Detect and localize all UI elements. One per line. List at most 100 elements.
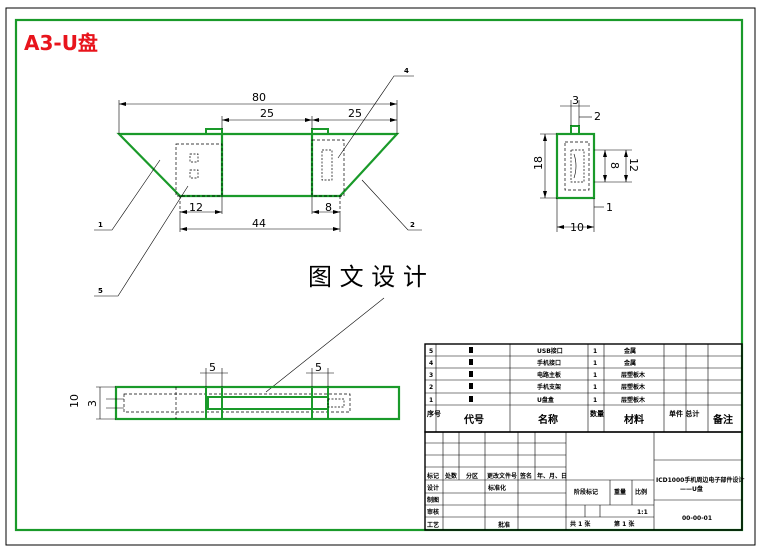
leader-4-label: 4 — [404, 67, 409, 75]
svg-text:阶段标记: 阶段标记 — [574, 488, 598, 496]
leader-2 — [361, 179, 422, 231]
svg-text:电路主板: 电路主板 — [537, 371, 562, 379]
leader-caption — [265, 297, 385, 393]
svg-text:序号: 序号 — [426, 409, 441, 418]
svg-text:比例: 比例 — [635, 488, 647, 496]
dim-side-2: 2 — [594, 110, 601, 123]
front-tab-right — [311, 128, 329, 135]
svg-text:1: 1 — [593, 348, 597, 355]
dim-side-1: 1 — [606, 201, 613, 214]
svg-text:1:1: 1:1 — [637, 509, 648, 516]
center-caption: 图 文 设 计 — [308, 263, 427, 291]
svg-text:数量: 数量 — [590, 409, 604, 418]
sheet-title: A3-U盘 — [24, 31, 98, 55]
svg-text:金属: 金属 — [623, 347, 636, 355]
svg-text:4: 4 — [429, 360, 433, 367]
svg-text:手机接口: 手机接口 — [537, 359, 561, 367]
leader-4 — [337, 75, 414, 159]
svg-text:金属: 金属 — [623, 359, 636, 367]
plan-body — [114, 385, 401, 421]
svg-text:年、月、日: 年、月、日 — [537, 472, 567, 480]
dim-front-25-right: 25 — [348, 107, 362, 120]
svg-text:手机支架: 手机支架 — [537, 383, 561, 391]
side-view: 3 2 18 8 12 1 10 — [532, 94, 640, 234]
svg-text:审核: 审核 — [427, 508, 439, 516]
side-body — [555, 132, 596, 200]
svg-text:3: 3 — [429, 372, 433, 379]
leader-5 — [94, 185, 189, 297]
leader-1-label: 1 — [98, 221, 103, 229]
outer-frame — [5, 7, 756, 546]
dim-side-10: 10 — [570, 221, 584, 234]
svg-text:更改文件号: 更改文件号 — [487, 472, 517, 480]
parts-list: 5 USB接口 1 金属 4 手机接口 1 金属 3 电路主板 1 层塑板木 2… — [424, 343, 743, 433]
dim-side-18: 18 — [532, 156, 545, 170]
svg-text:单件 总计: 单件 总计 — [669, 409, 699, 418]
dim-plan-3: 3 — [86, 400, 99, 407]
svg-text:1: 1 — [429, 397, 433, 404]
parts-row-3: 3 电路主板 1 层塑板木 — [429, 371, 646, 379]
svg-text:代号: 代号 — [463, 413, 484, 426]
svg-text:共 1 张: 共 1 张 — [570, 520, 591, 528]
svg-text:标准化: 标准化 — [487, 484, 506, 492]
parts-row-5: 5 USB接口 1 金属 — [429, 347, 636, 355]
svg-text:ICD1000手机周边电子部件设计——U盘: ICD1000手机周边电子部件设计——U盘 — [656, 476, 744, 493]
plan-slot-left — [205, 386, 223, 420]
svg-text:层塑板木: 层塑板木 — [621, 396, 646, 404]
front-hidden-left — [175, 143, 223, 197]
leader-1 — [94, 159, 161, 231]
design-title-cell: ICD1000手机周边电子部件设计——U盘 00-00-01 — [656, 476, 744, 522]
svg-text:U盘盒: U盘盒 — [537, 396, 555, 404]
front-view: 80 25 25 12 8 44 1 2 4 — [94, 67, 422, 297]
dim-plan-5-right: 5 — [315, 361, 322, 374]
dim-front-12: 12 — [189, 201, 203, 214]
svg-text:重量: 重量 — [614, 488, 626, 496]
svg-text:签名: 签名 — [519, 472, 532, 480]
drawing-number: 00-00-01 — [682, 515, 712, 522]
svg-text:2: 2 — [429, 384, 433, 391]
svg-text:标记: 标记 — [426, 472, 439, 480]
revision-columns: 标记 处数 分区 更改文件号 签名 年、月、日 — [426, 472, 567, 480]
dim-front-25-left: 25 — [260, 107, 274, 120]
svg-text:处数: 处数 — [444, 472, 458, 480]
dim-plan-10: 10 — [68, 394, 81, 408]
side-top-tab — [570, 125, 580, 135]
svg-text:名称: 名称 — [538, 413, 558, 426]
dim-side-8: 8 — [608, 162, 621, 169]
stage-weight-scale: 阶段标记 重量 比例 1:1 共 1 张 第 1 张 — [570, 488, 648, 528]
plan-view: 5 5 10 3 — [68, 361, 401, 421]
parts-row-2: 2 手机支架 1 层塑板木 — [429, 383, 646, 391]
plan-board — [207, 396, 329, 410]
dim-side-12: 12 — [627, 158, 640, 172]
svg-text:1: 1 — [593, 397, 597, 404]
svg-text:1: 1 — [593, 360, 597, 367]
svg-text:USB接口: USB接口 — [537, 347, 563, 355]
leader-5-label: 5 — [98, 287, 103, 295]
parts-header: 序号 代号 名称 数量 材料 单件 总计 备注 — [426, 409, 733, 426]
svg-text:分区: 分区 — [466, 472, 478, 480]
svg-text:5: 5 — [429, 348, 433, 355]
parts-row-4: 4 手机接口 1 金属 — [429, 359, 636, 367]
svg-text:备注: 备注 — [712, 413, 733, 426]
svg-text:1: 1 — [593, 372, 597, 379]
front-tab-left — [205, 128, 223, 135]
svg-text:层塑板木: 层塑板木 — [621, 383, 646, 391]
parts-row-1: 1 U盘盒 1 层塑板木 — [429, 396, 646, 404]
front-hidden-right — [311, 139, 345, 197]
dim-front-8: 8 — [325, 201, 332, 214]
svg-text:批准: 批准 — [498, 521, 510, 529]
svg-text:1: 1 — [593, 384, 597, 391]
role-column: 设计 制图 审核 工艺 标准化 批准 — [427, 484, 510, 529]
svg-text:第 1 张: 第 1 张 — [613, 520, 635, 528]
svg-text:材料: 材料 — [624, 413, 644, 426]
svg-text:工艺: 工艺 — [427, 521, 439, 529]
svg-text:层塑板木: 层塑板木 — [621, 371, 646, 379]
inner-frame — [14, 18, 744, 532]
plan-slot-right — [311, 386, 329, 420]
svg-text:制图: 制图 — [427, 496, 439, 504]
dim-side-3: 3 — [572, 94, 579, 107]
dim-front-80: 80 — [252, 91, 266, 104]
dim-front-44: 44 — [252, 217, 266, 230]
leader-2-label: 2 — [410, 221, 415, 229]
